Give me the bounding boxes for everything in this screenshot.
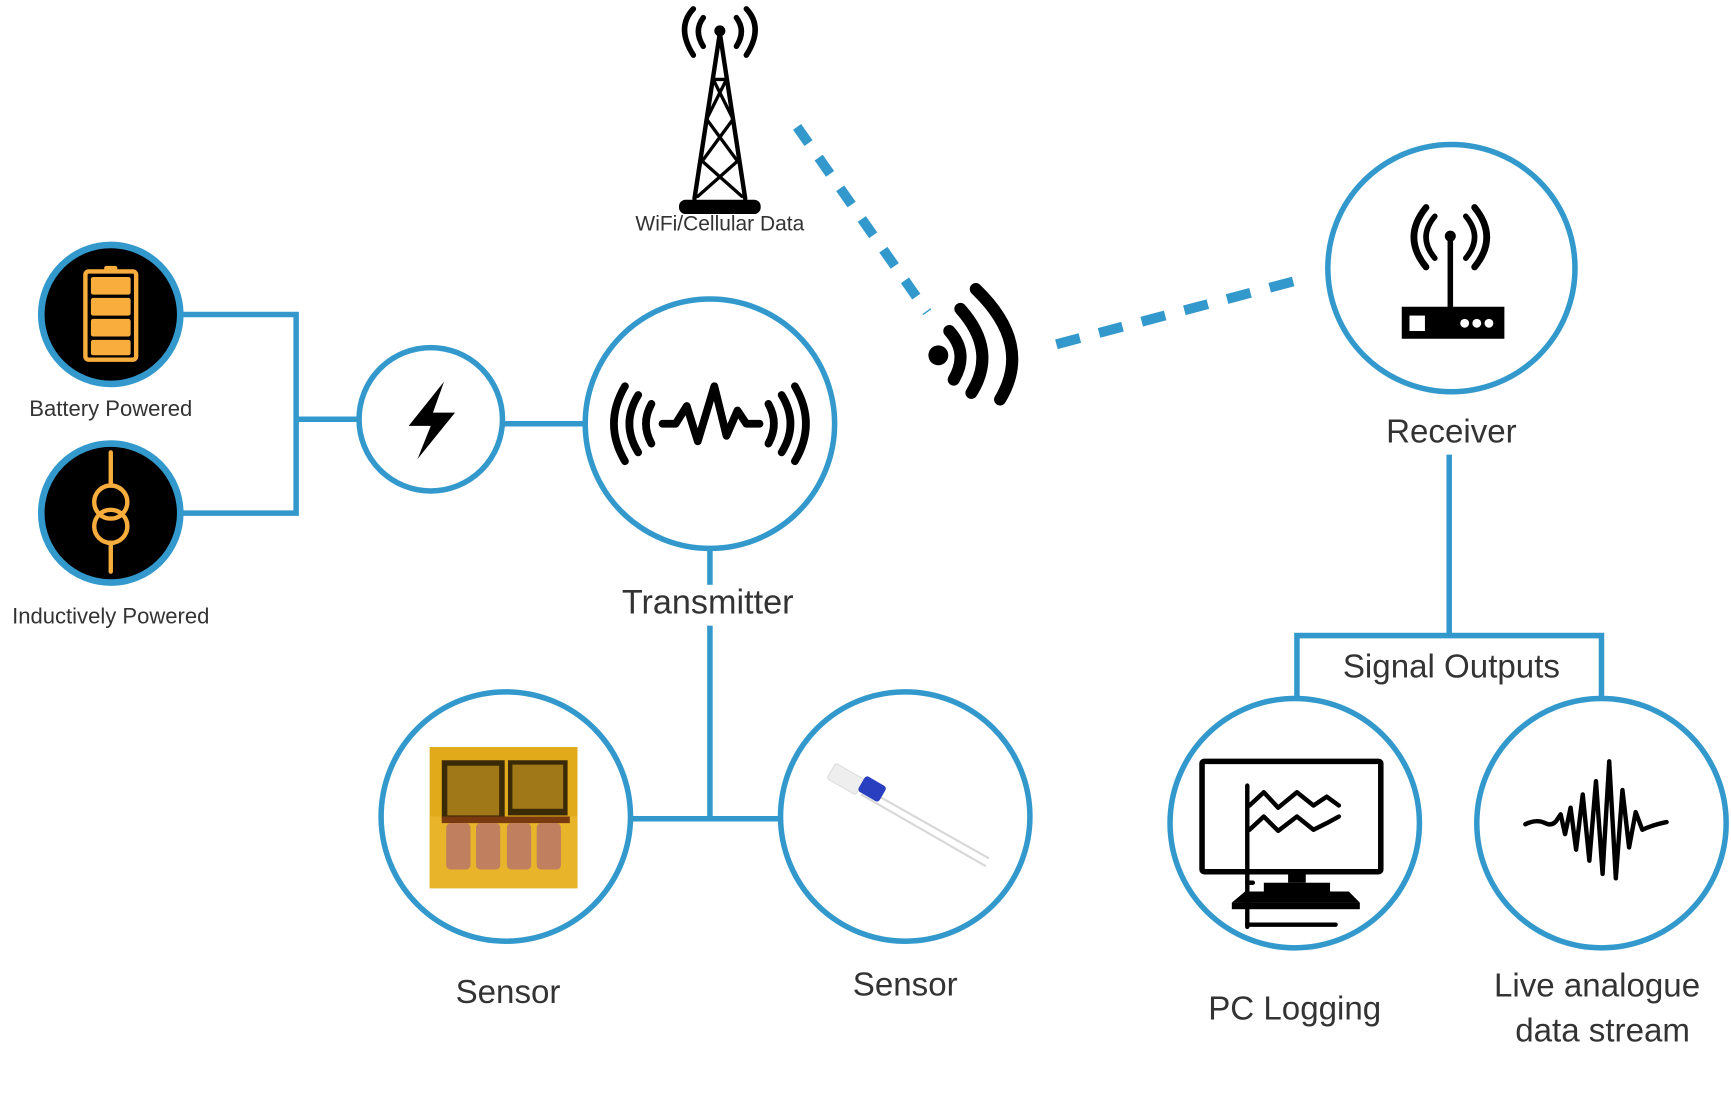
lightning-bolt-icon (408, 381, 456, 460)
live-stream-label-line2: data stream (1515, 1013, 1690, 1050)
live-stream-node[interactable]: Live analogue data stream (1474, 695, 1729, 1050)
monitor-chart-icon (1199, 758, 1384, 930)
waveform-icon (1523, 759, 1669, 881)
live-stream-label-line1: Live analogue (1494, 967, 1700, 1004)
inductive-node[interactable]: Inductively Powered (12, 440, 209, 629)
receiver-node[interactable]: Receiver (1325, 141, 1578, 451)
tower-label: WiFi/Cellular Data (635, 213, 804, 236)
signal-wave-icon (610, 382, 810, 466)
pc-logging-label: PC Logging (1208, 991, 1381, 1028)
battery-connector (182, 311, 299, 516)
signal-outputs-bracket (1294, 632, 1605, 700)
signal-outputs-label: Signal Outputs (1343, 648, 1560, 685)
transmitter-node[interactable]: Transmitter (582, 296, 838, 621)
battery-label: Battery Powered (29, 396, 192, 421)
sensor-2-label: Sensor (853, 966, 958, 1003)
power-node[interactable] (356, 344, 506, 494)
wifi-signal-icon (928, 283, 1019, 406)
tower-dashed-link (793, 124, 932, 316)
pc-logging-node[interactable]: PC Logging (1167, 695, 1423, 1028)
inductive-label: Inductively Powered (12, 603, 209, 628)
strain-gauge-image (429, 747, 578, 889)
connectors (182, 124, 1605, 822)
transformer-icon (92, 450, 130, 574)
receiver-dashed-link (1055, 276, 1295, 350)
battery-node[interactable]: Battery Powered (29, 241, 192, 421)
cell-tower-icon (679, 6, 761, 215)
sensor-2-node[interactable]: Sensor (777, 689, 1033, 1003)
router-icon (1401, 204, 1505, 339)
battery-icon (83, 265, 139, 362)
tower-node[interactable]: WiFi/Cellular Data (635, 6, 805, 236)
sensor-1-label: Sensor (456, 974, 561, 1011)
sensor-1-node[interactable]: Sensor (378, 689, 634, 1011)
temperature-probe-image (827, 763, 990, 868)
receiver-label: Receiver (1386, 413, 1517, 450)
transmitter-label: Transmitter (622, 583, 794, 621)
